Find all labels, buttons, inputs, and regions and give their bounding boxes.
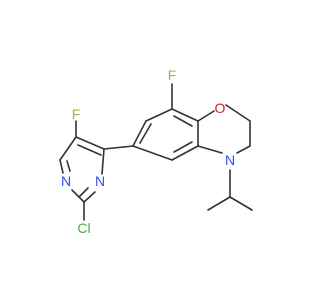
bonds-clean: [59, 83, 253, 221]
benz-bond-3: [171, 108, 199, 122]
ox-bond-ch2-n: [236, 145, 251, 154]
chlorine-label: Cl: [77, 220, 90, 236]
pyr-bond-c6-n1: [59, 159, 64, 174]
benz-bond-5: [171, 145, 199, 161]
iso-bond-ch-me2: [229, 196, 253, 211]
pyr-bond-c4-c5: [75, 136, 105, 150]
pyr-bond-c6-n1-double: [66, 160, 71, 172]
pyr-bond-c5-c6: [59, 136, 77, 161]
benz-bond-1: [132, 120, 147, 147]
benz-bond-5-double: [173, 141, 193, 153]
pyr-bond-c2-n3-double: [79, 187, 89, 197]
benz-bond-6: [132, 145, 173, 161]
pyr-bond-c4-c5-double: [77, 144, 102, 156]
nitrogen-pyrimidine-3-label: N: [95, 173, 105, 189]
iso-bond-ch-me1: [207, 196, 231, 211]
pyr-bond-c2-n3: [83, 191, 96, 203]
ox-bond-o-ch2: [225, 104, 251, 122]
benz-bond-1-double: [139, 123, 152, 144]
ox-bond-n-c: [197, 145, 223, 154]
oxygen-label: O: [215, 100, 226, 116]
benz-bond-3-double: [173, 115, 193, 127]
benz-bond-2: [145, 108, 173, 122]
pyr-bond-n3-c4: [101, 148, 105, 175]
fluorine-benzo-label: F: [168, 67, 177, 83]
pyr-bond-n1-c2: [71, 189, 85, 203]
biaryl-bond: [103, 145, 134, 150]
nitrogen-amine-label: N: [225, 152, 235, 168]
ox-bond-c-o: [197, 110, 215, 122]
molecule-canvas: F N N Cl F O N: [59, 67, 253, 236]
nitrogen-pyrimidine-1-label: N: [61, 173, 71, 189]
molecule-structure-diagram: F N N Cl F O N: [59, 67, 253, 236]
fluorine-pyrimidine-label: F: [72, 106, 81, 122]
